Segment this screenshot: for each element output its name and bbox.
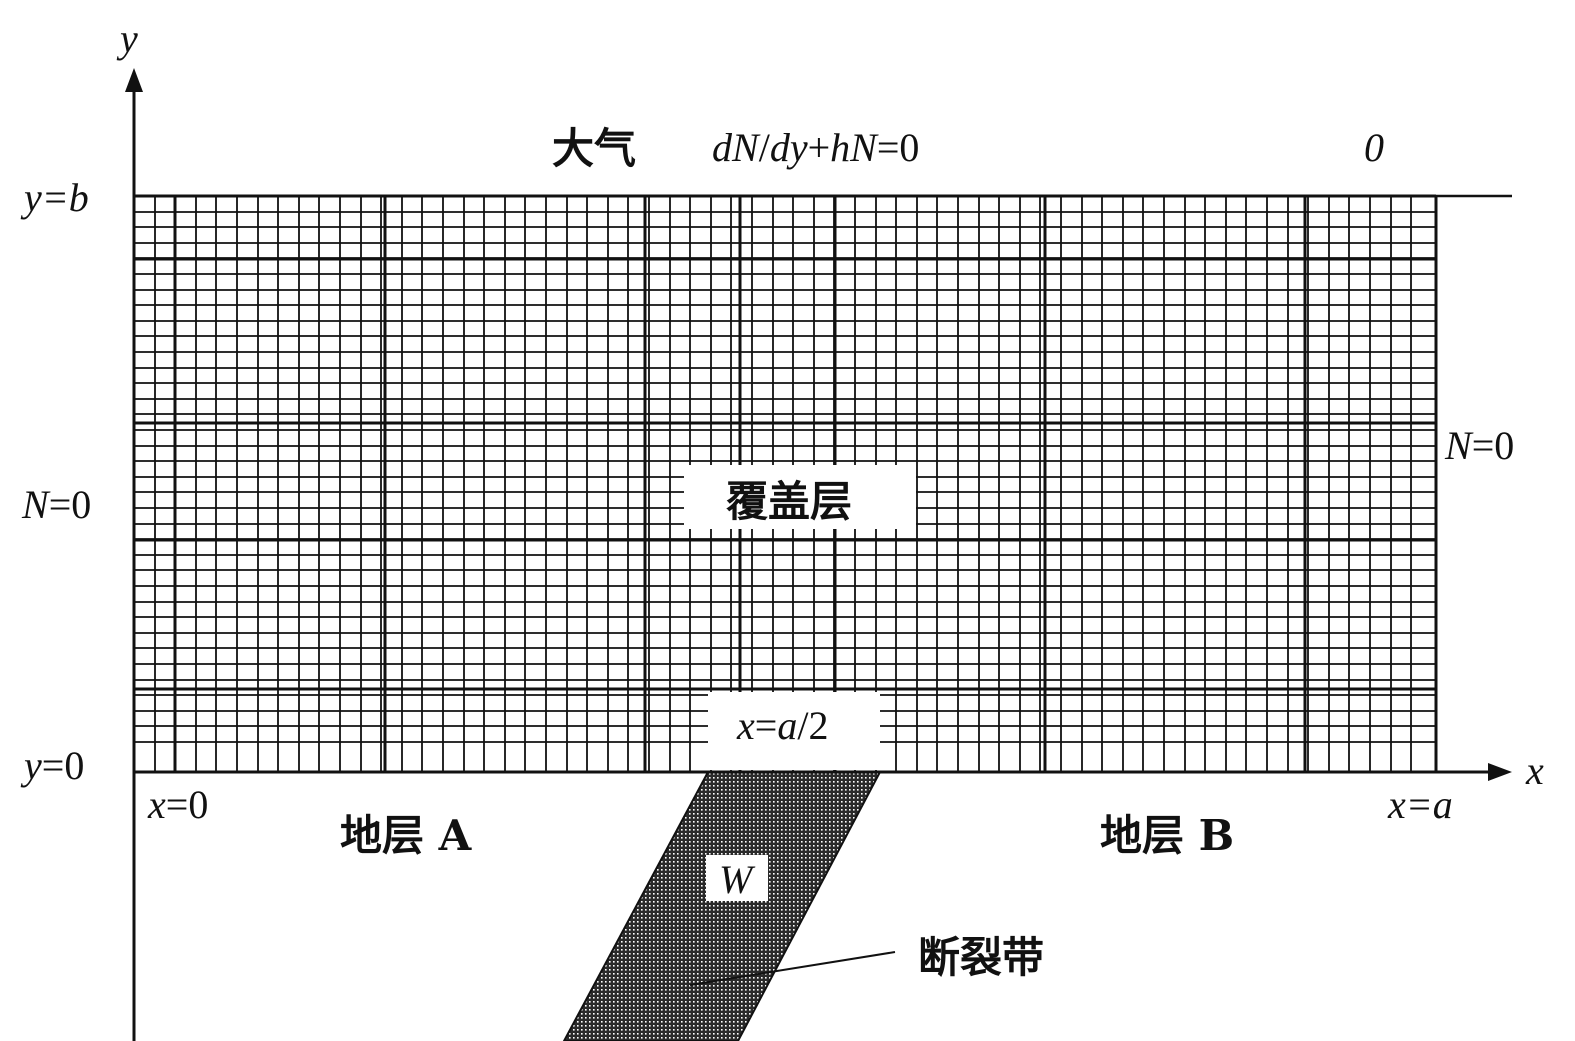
y-0-label: y=0 — [20, 743, 84, 788]
top-right-value: 0 — [1364, 125, 1384, 170]
x-axis-arrow — [1488, 763, 1512, 781]
stratum-b-label: 地层 B — [1100, 811, 1234, 860]
y-axis-arrow — [125, 68, 143, 92]
cover-layer-label: 覆盖层 — [726, 477, 852, 526]
cover-layer-label-bg — [684, 465, 916, 529]
y-b-label: y=b — [20, 175, 89, 220]
x-a-label: x=a — [1387, 782, 1453, 827]
x-0-label: x=0 — [147, 782, 208, 827]
x-axis-label: x — [1525, 748, 1544, 793]
cover-layer-mesh — [132, 194, 1438, 774]
atmosphere-label: 大气 — [552, 124, 636, 173]
left-boundary-condition: N=0 — [21, 482, 91, 527]
x-mid-label-bg — [708, 692, 880, 770]
top-boundary-condition: dN/dy+hN=0 — [712, 125, 919, 170]
stratum-a-label: 地层 A — [340, 811, 473, 860]
y-axis-label: y — [116, 16, 138, 61]
right-boundary-condition: N=0 — [1444, 423, 1514, 468]
fault-width-label-bg — [706, 855, 768, 901]
fault-zone-leader-line — [689, 951, 896, 986]
fault-width-label: W — [719, 857, 756, 902]
fault-zone-label: 断裂带 — [918, 933, 1044, 982]
fault-zone — [562, 771, 882, 1041]
x-mid-label: x=a/2 — [736, 703, 828, 748]
